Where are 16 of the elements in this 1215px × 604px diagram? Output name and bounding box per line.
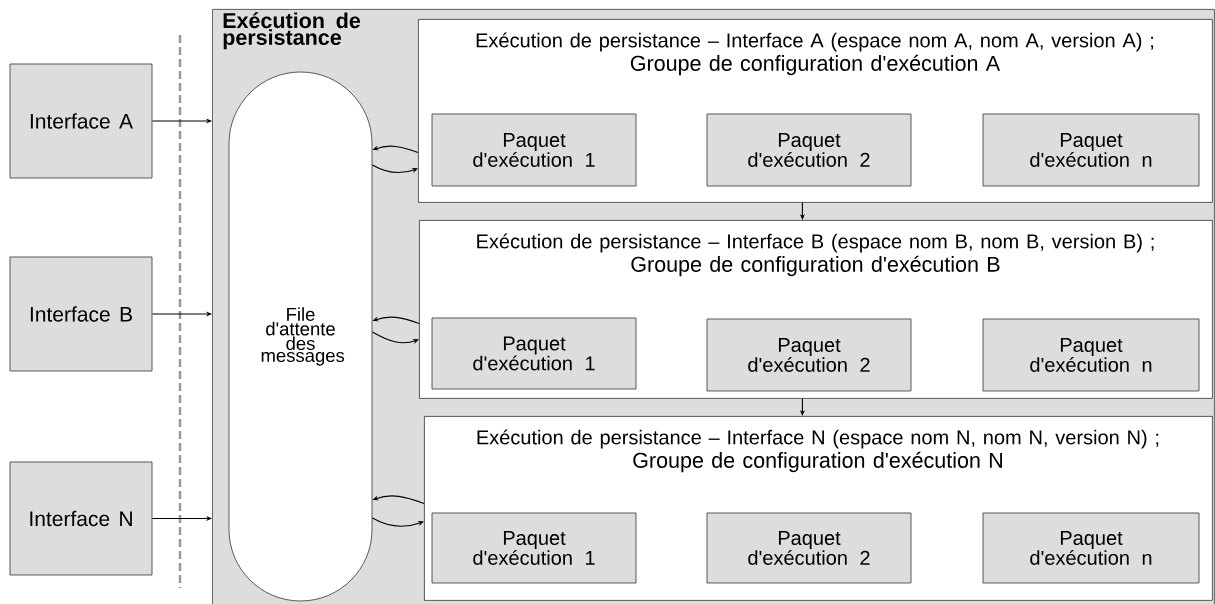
package-box: Paquet d'exécution n <box>982 318 1200 392</box>
interface-box: Interface A <box>9 63 153 179</box>
package-box: Paquet d'exécution 1 <box>431 113 637 187</box>
arrow <box>371 331 419 344</box>
package-box: Paquet d'exécution 2 <box>706 318 912 392</box>
package-box: Paquet d'exécution 1 <box>431 317 637 390</box>
package-box: Paquet d'exécution n <box>982 512 1200 584</box>
arrow <box>371 517 424 527</box>
package-box: Paquet d'exécution 2 <box>706 113 912 187</box>
arrow <box>371 164 418 174</box>
package-box: Paquet d'exécution n <box>982 113 1200 187</box>
package-box: Paquet d'exécution 1 <box>431 512 637 584</box>
interface-box: Interface N <box>9 461 153 576</box>
queue-capsule: File d'attente des messages <box>228 71 373 602</box>
package-box: Paquet d'exécution 2 <box>706 512 912 584</box>
interface-box: Interface B <box>9 256 153 372</box>
